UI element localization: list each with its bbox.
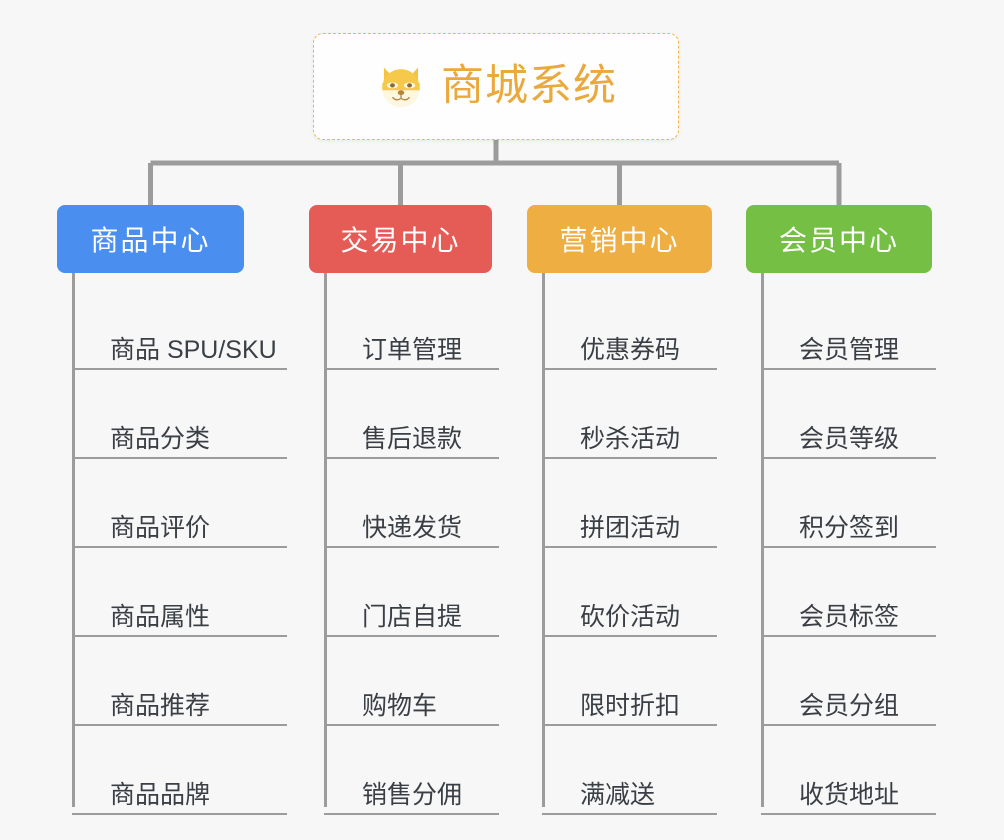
branch-trunk-line — [72, 273, 75, 807]
dog-face-icon — [375, 61, 427, 113]
branch-header-2[interactable]: 交易中心 — [309, 205, 492, 273]
leaf-item-label: 满减送 — [580, 780, 656, 809]
branch-header-3[interactable]: 营销中心 — [527, 205, 712, 273]
leaf-item[interactable]: 收货地址 — [761, 726, 936, 815]
branch-header-label: 商品中心 — [90, 225, 211, 256]
leaf-item-label: 限时折扣 — [580, 691, 681, 720]
leaf-underline — [72, 724, 287, 726]
branch-trunk-line — [542, 273, 545, 807]
leaf-item-label: 商品分类 — [110, 424, 211, 453]
leaf-underline — [324, 813, 499, 815]
leaf-item[interactable]: 会员分组 — [761, 637, 936, 726]
leaf-underline — [761, 635, 936, 637]
leaf-item[interactable]: 商品 SPU/SKU — [72, 281, 287, 370]
leaf-underline — [761, 724, 936, 726]
leaf-item-label: 拼团活动 — [580, 513, 681, 542]
leaf-item[interactable]: 商品评价 — [72, 459, 287, 548]
leaf-item[interactable]: 限时折扣 — [542, 637, 717, 726]
leaf-item[interactable]: 商品品牌 — [72, 726, 287, 815]
leaf-item-label: 收货地址 — [799, 780, 900, 809]
leaf-underline — [542, 457, 717, 459]
leaf-item[interactable]: 商品属性 — [72, 548, 287, 637]
leaf-underline — [761, 368, 936, 370]
leaf-item-label: 销售分佣 — [362, 780, 463, 809]
branch-trunk-line — [761, 273, 764, 807]
leaf-item-label: 订单管理 — [362, 335, 463, 364]
branch-leaf-list: 商品 SPU/SKU 商品分类商品评价商品属性商品推荐商品品牌 — [57, 273, 287, 815]
leaf-item-label: 门店自提 — [362, 602, 463, 631]
leaf-item-label: 商品品牌 — [110, 780, 211, 809]
leaf-item[interactable]: 快递发货 — [324, 459, 499, 548]
leaf-item[interactable]: 售后退款 — [324, 370, 499, 459]
leaf-item-label: 商品 SPU/SKU — [110, 335, 277, 364]
leaf-item[interactable]: 门店自提 — [324, 548, 499, 637]
leaf-item-label: 优惠券码 — [580, 335, 681, 364]
leaf-item-label: 商品推荐 — [110, 691, 211, 720]
branch-column-4: 会员中心会员管理会员等级积分签到会员标签会员分组收货地址 — [746, 205, 936, 815]
leaf-item-label: 商品属性 — [110, 602, 211, 631]
leaf-underline — [72, 368, 287, 370]
leaf-item-label: 砍价活动 — [580, 602, 681, 631]
leaf-item-label: 会员分组 — [799, 691, 900, 720]
leaf-underline — [72, 635, 287, 637]
leaf-item[interactable]: 订单管理 — [324, 281, 499, 370]
leaf-item[interactable]: 优惠券码 — [542, 281, 717, 370]
leaf-item-label: 快递发货 — [362, 513, 463, 542]
leaf-item[interactable]: 砍价活动 — [542, 548, 717, 637]
leaf-underline — [542, 724, 717, 726]
branch-header-label: 会员中心 — [778, 225, 899, 256]
leaf-item[interactable]: 商品推荐 — [72, 637, 287, 726]
root-title: 商城系统 — [441, 62, 617, 110]
leaf-item-label: 售后退款 — [362, 424, 463, 453]
leaf-underline — [542, 546, 717, 548]
leaf-item[interactable]: 会员等级 — [761, 370, 936, 459]
leaf-item[interactable]: 销售分佣 — [324, 726, 499, 815]
leaf-item-label: 会员标签 — [799, 602, 900, 631]
leaf-item-label: 商品评价 — [110, 513, 211, 542]
branch-leaf-list: 优惠券码秒杀活动拼团活动砍价活动限时折扣满减送 — [527, 273, 717, 815]
branch-leaf-list: 会员管理会员等级积分签到会员标签会员分组收货地址 — [746, 273, 936, 815]
leaf-item[interactable]: 满减送 — [542, 726, 717, 815]
leaf-underline — [324, 457, 499, 459]
branch-column-3: 营销中心优惠券码秒杀活动拼团活动砍价活动限时折扣满减送 — [527, 205, 717, 815]
branch-header-label: 交易中心 — [340, 225, 461, 256]
leaf-underline — [72, 457, 287, 459]
leaf-underline — [324, 724, 499, 726]
leaf-item-label: 会员管理 — [799, 335, 900, 364]
leaf-item[interactable]: 会员管理 — [761, 281, 936, 370]
leaf-item-label: 购物车 — [362, 691, 438, 720]
branch-column-2: 交易中心订单管理售后退款快递发货门店自提购物车销售分佣 — [309, 205, 499, 815]
branch-header-4[interactable]: 会员中心 — [746, 205, 932, 273]
branch-trunk-line — [324, 273, 327, 807]
leaf-item-label: 积分签到 — [799, 513, 900, 542]
leaf-underline — [542, 368, 717, 370]
leaf-item[interactable]: 购物车 — [324, 637, 499, 726]
leaf-underline — [761, 546, 936, 548]
leaf-item[interactable]: 积分签到 — [761, 459, 936, 548]
branch-header-1[interactable]: 商品中心 — [57, 205, 244, 273]
leaf-underline — [72, 813, 287, 815]
branch-column-1: 商品中心商品 SPU/SKU 商品分类商品评价商品属性商品推荐商品品牌 — [57, 205, 287, 815]
leaf-item[interactable]: 商品分类 — [72, 370, 287, 459]
leaf-underline — [324, 546, 499, 548]
leaf-underline — [72, 546, 287, 548]
leaf-item-label: 会员等级 — [799, 424, 900, 453]
leaf-underline — [324, 368, 499, 370]
root-node[interactable]: 商城系统 — [313, 33, 679, 140]
branch-leaf-list: 订单管理售后退款快递发货门店自提购物车销售分佣 — [309, 273, 499, 815]
leaf-item[interactable]: 拼团活动 — [542, 459, 717, 548]
leaf-underline — [542, 813, 717, 815]
leaf-item[interactable]: 秒杀活动 — [542, 370, 717, 459]
branch-header-label: 营销中心 — [559, 225, 680, 256]
leaf-item-label: 秒杀活动 — [580, 424, 681, 453]
leaf-underline — [761, 813, 936, 815]
leaf-underline — [542, 635, 717, 637]
leaf-underline — [761, 457, 936, 459]
leaf-item[interactable]: 会员标签 — [761, 548, 936, 637]
leaf-underline — [324, 635, 499, 637]
